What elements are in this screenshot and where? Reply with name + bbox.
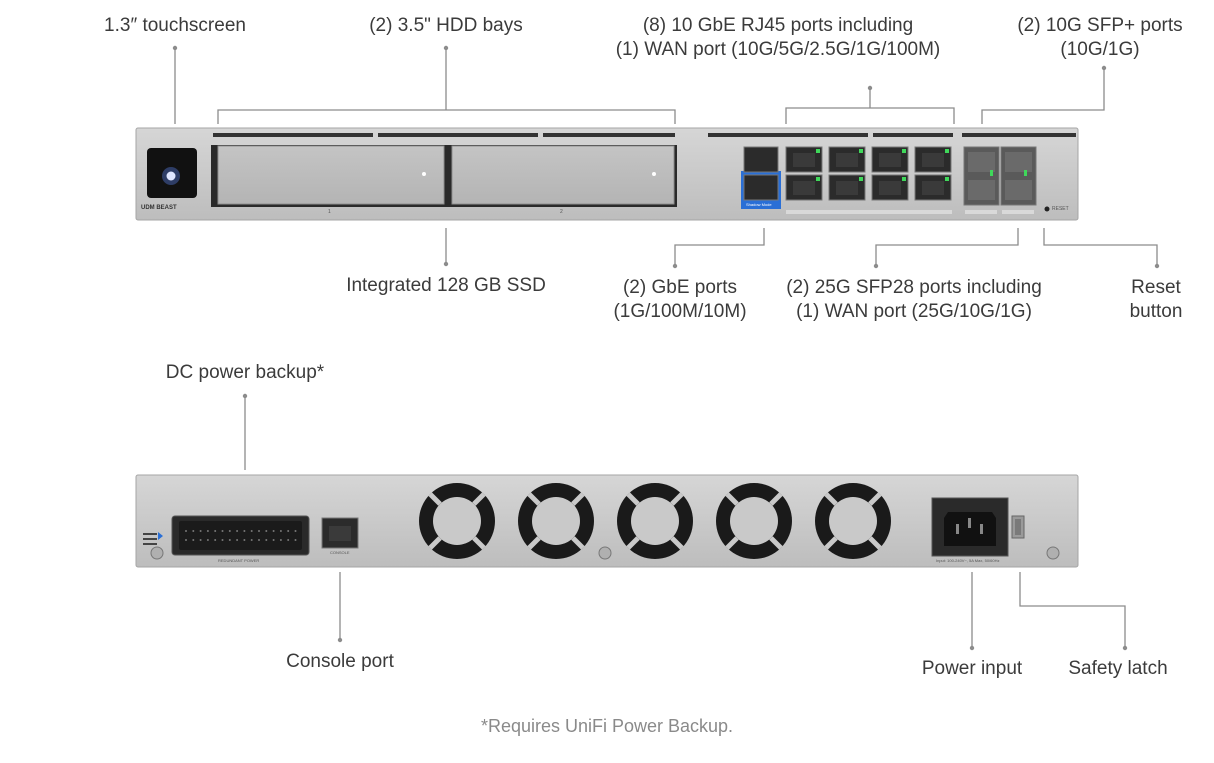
bay-2-number: 2 <box>560 209 563 215</box>
console-port <box>321 517 359 549</box>
dc-pin <box>272 530 275 532</box>
rj45-port <box>871 174 909 201</box>
ssd-callout: Integrated 128 GB SSD <box>346 275 546 296</box>
sfp28-callout: (2) 25G SFP28 ports including (1) WAN po… <box>786 277 1042 322</box>
leader-dots <box>172 45 1160 651</box>
rj45-port <box>914 174 952 201</box>
front-panel <box>135 127 1079 221</box>
rj45-ports <box>785 146 952 201</box>
dc-pin <box>192 539 195 541</box>
bay-1-number: 1 <box>328 209 331 215</box>
power-rating-label: Input: 100-240V~, 5A Max, 50/60Hz <box>936 558 1000 563</box>
footnote: *Requires UniFi Power Backup. <box>480 716 734 736</box>
dc-pin <box>279 530 282 532</box>
dc-pin <box>243 530 246 532</box>
touchscreen-callout: 1.3″ touchscreen <box>104 15 246 36</box>
dc-pin <box>287 530 290 532</box>
rj45-ports-callout: (8) 10 GbE RJ45 ports including (1) WAN … <box>615 15 941 60</box>
back-panel <box>135 474 1079 568</box>
dc-pin <box>228 539 231 541</box>
dc-pin <box>294 530 297 532</box>
rj45-port <box>785 146 823 173</box>
dc-pin <box>250 539 253 541</box>
dc-pin <box>214 539 217 541</box>
dc-pin <box>214 530 217 532</box>
rj45-port <box>828 146 866 173</box>
power-input <box>931 497 1009 557</box>
rj45-port <box>871 146 909 173</box>
dc-pin <box>221 539 224 541</box>
hdd-bays-callout: (2) 3.5" HDD bays <box>369 15 523 36</box>
redundant-power-label: REDUNDANT POWER <box>218 558 260 563</box>
shadow-mode-label: Shadow Mode <box>746 202 772 207</box>
dc-pin <box>199 530 202 532</box>
reset-callout: Reset button <box>1129 277 1183 322</box>
dc-pin <box>265 530 268 532</box>
dc-pin <box>185 539 187 541</box>
rj45-port <box>785 174 823 201</box>
dc-pin <box>185 530 187 532</box>
dc-pin <box>192 530 195 532</box>
gbe-ports-callout: (2) GbE ports (1G/100M/10M) <box>613 277 747 322</box>
touchscreen <box>147 148 197 198</box>
fan <box>716 483 792 559</box>
dc-pin <box>228 530 231 532</box>
dc-pin <box>236 539 239 541</box>
dc-pin <box>236 530 239 532</box>
dc-pin <box>221 530 224 532</box>
rj45-port <box>828 174 866 201</box>
safety-latch-callout: Safety latch <box>1068 658 1168 679</box>
dc-pin <box>279 539 282 541</box>
reset-button <box>1044 206 1050 212</box>
fans <box>419 483 891 559</box>
hdd-bay-2 <box>446 145 677 207</box>
sfp-ports <box>963 146 1037 214</box>
fan <box>617 483 693 559</box>
dc-pin <box>243 539 246 541</box>
dc-pin <box>287 539 290 541</box>
dc-power-connector <box>171 515 310 556</box>
dc-backup-callout: DC power backup* <box>165 362 325 383</box>
dc-pin <box>206 539 209 541</box>
hdd-bay-1 <box>211 145 446 207</box>
dc-pin <box>206 530 209 532</box>
sfp-plus-callout: (2) 10G SFP+ ports (10G/1G) <box>1017 15 1183 60</box>
brand-label: UDM BEAST <box>141 205 177 211</box>
fan <box>419 483 495 559</box>
dc-pin <box>265 539 268 541</box>
leader-lines <box>174 48 1158 648</box>
safety-latch <box>1011 515 1025 539</box>
power-input-callout: Power input <box>921 658 1023 679</box>
dc-pin <box>258 530 260 532</box>
rj45-port <box>914 146 952 173</box>
fan <box>518 483 594 559</box>
fan <box>815 483 891 559</box>
gbe-ports <box>741 146 781 209</box>
dc-pin <box>250 530 253 532</box>
dc-pin <box>272 539 275 541</box>
dc-pin <box>258 539 260 541</box>
reset-label: RESET <box>1052 206 1069 212</box>
console-callout: Console port <box>286 651 394 672</box>
dc-pin <box>294 539 297 541</box>
dc-pin <box>199 539 202 541</box>
console-label: CONSOLE <box>330 550 350 555</box>
